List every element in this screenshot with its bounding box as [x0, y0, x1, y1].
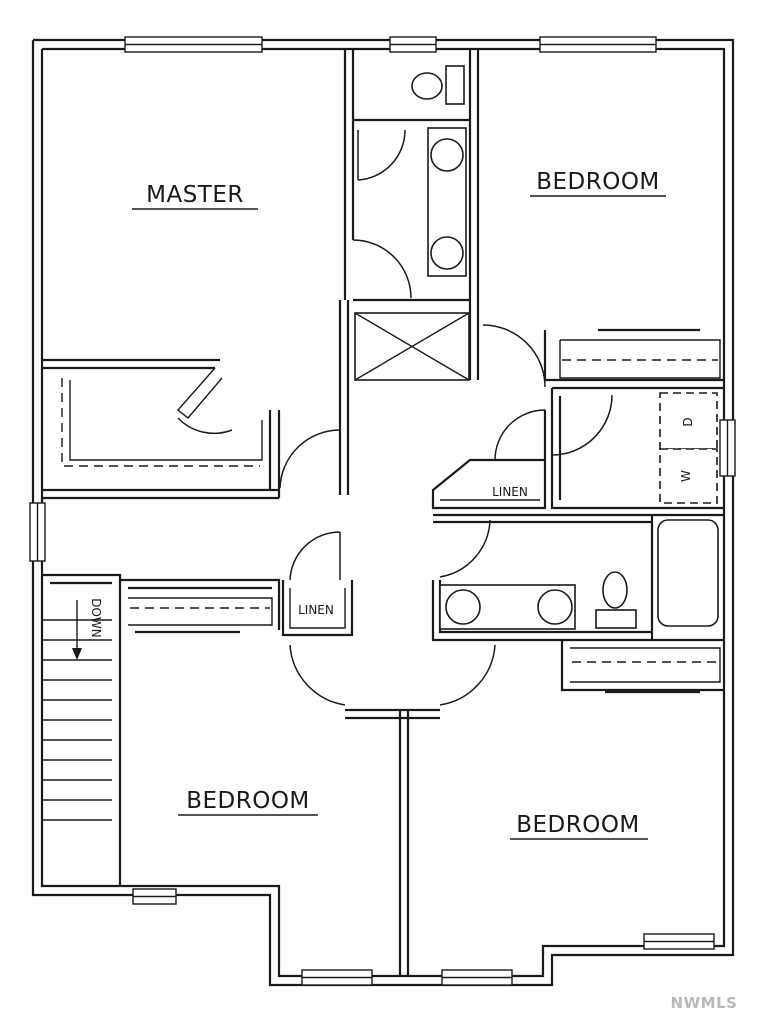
washer-label: W [679, 470, 693, 482]
bedroom-ne-walls [543, 328, 724, 390]
stair-down-label: DOWN [89, 598, 103, 638]
nwmls-watermark: NWMLS [671, 994, 738, 1012]
master-label: MASTER [146, 182, 244, 208]
room-labels: MASTER BEDROOM BEDROOM BEDROOM LINEN LIN… [89, 169, 695, 840]
watermark: NWMLS [671, 994, 738, 1012]
stair-area [42, 573, 122, 886]
bedroom-sw-label: BEDROOM [186, 788, 310, 814]
bedroom-se-label: BEDROOM [516, 812, 640, 838]
laundry [550, 388, 724, 510]
bedroom-se-closet [560, 640, 724, 694]
doors [177, 129, 613, 706]
hall-walls [431, 410, 724, 524]
linen-lower-closet [281, 580, 354, 637]
linen-upper-label: LINEN [492, 485, 528, 499]
dryer-label: D [681, 417, 695, 426]
bedroom-sw-walls [120, 578, 440, 976]
linen-lower-label: LINEN [298, 603, 334, 617]
bedroom-ne-label: BEDROOM [536, 169, 660, 195]
hall-bath [431, 515, 724, 642]
windows [29, 36, 736, 986]
master-bath [353, 49, 480, 381]
